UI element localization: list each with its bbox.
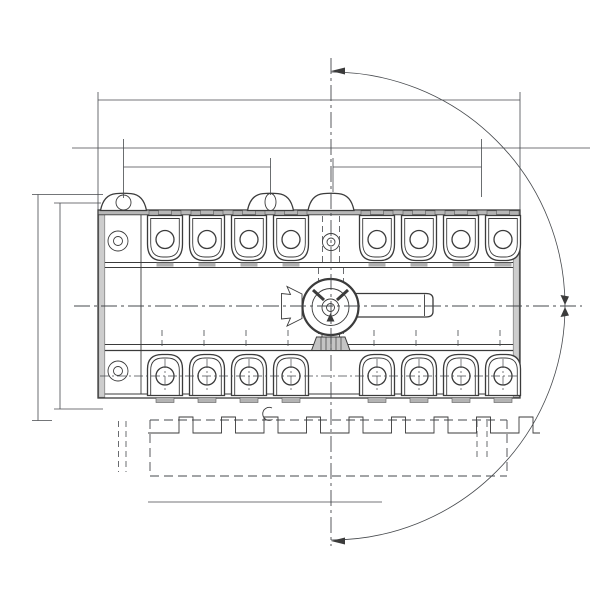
terminal (230, 353, 268, 403)
terminal-hole[interactable] (367, 229, 387, 250)
arc-arrow-bottom (331, 537, 345, 545)
left-end-plate (98, 210, 106, 398)
handle-lever[interactable] (351, 292, 434, 318)
top-terminal-row (146, 210, 522, 267)
fixing-slot (264, 193, 277, 211)
terminal-hole[interactable] (239, 229, 259, 250)
clamp-tab (155, 397, 175, 403)
arc-arrow-mid-lower (560, 307, 569, 317)
terminal (358, 210, 396, 267)
arc-arrow-top (331, 67, 345, 75)
clamp-tab (367, 397, 387, 403)
terminal (230, 210, 268, 267)
handle-pointer (326, 313, 335, 322)
clamp-tab (493, 397, 513, 403)
clamp-tab (409, 397, 429, 403)
pole-hidden-lines (161, 330, 501, 349)
arc-arrow-mid-upper (560, 295, 569, 305)
end-screw (107, 230, 129, 252)
terminal (146, 353, 184, 403)
terminal (146, 210, 184, 267)
dimension-lines (32, 92, 590, 503)
terminal-hole[interactable] (281, 229, 301, 250)
terminal-hole[interactable] (409, 229, 429, 250)
terminal (400, 353, 438, 403)
clamp-tab (197, 397, 217, 403)
terminal-hole[interactable] (197, 229, 217, 250)
terminal (272, 353, 310, 403)
end-screw (107, 360, 129, 382)
terminal (188, 353, 226, 403)
terminal (484, 210, 522, 267)
terminal (442, 353, 480, 403)
terminal-hole[interactable] (451, 229, 471, 250)
rail-release-clip (262, 406, 273, 421)
terminal-hole[interactable] (493, 229, 513, 250)
terminal (484, 353, 522, 403)
clamp-tab (451, 397, 471, 403)
terminal (400, 210, 438, 267)
top-edge-band (98, 210, 520, 215)
terminal (272, 210, 310, 267)
terminal (358, 353, 396, 403)
clamp-tab (281, 397, 301, 403)
clamp-tab (239, 397, 259, 403)
din-rail-profile (148, 416, 540, 434)
terminal (442, 210, 480, 267)
mounting-clearance-and-rail-profile (118, 406, 540, 477)
terminal-hole[interactable] (155, 229, 175, 250)
terminal (188, 210, 226, 267)
bottom-terminal-row (146, 353, 522, 403)
mounting-ears (99, 192, 355, 212)
